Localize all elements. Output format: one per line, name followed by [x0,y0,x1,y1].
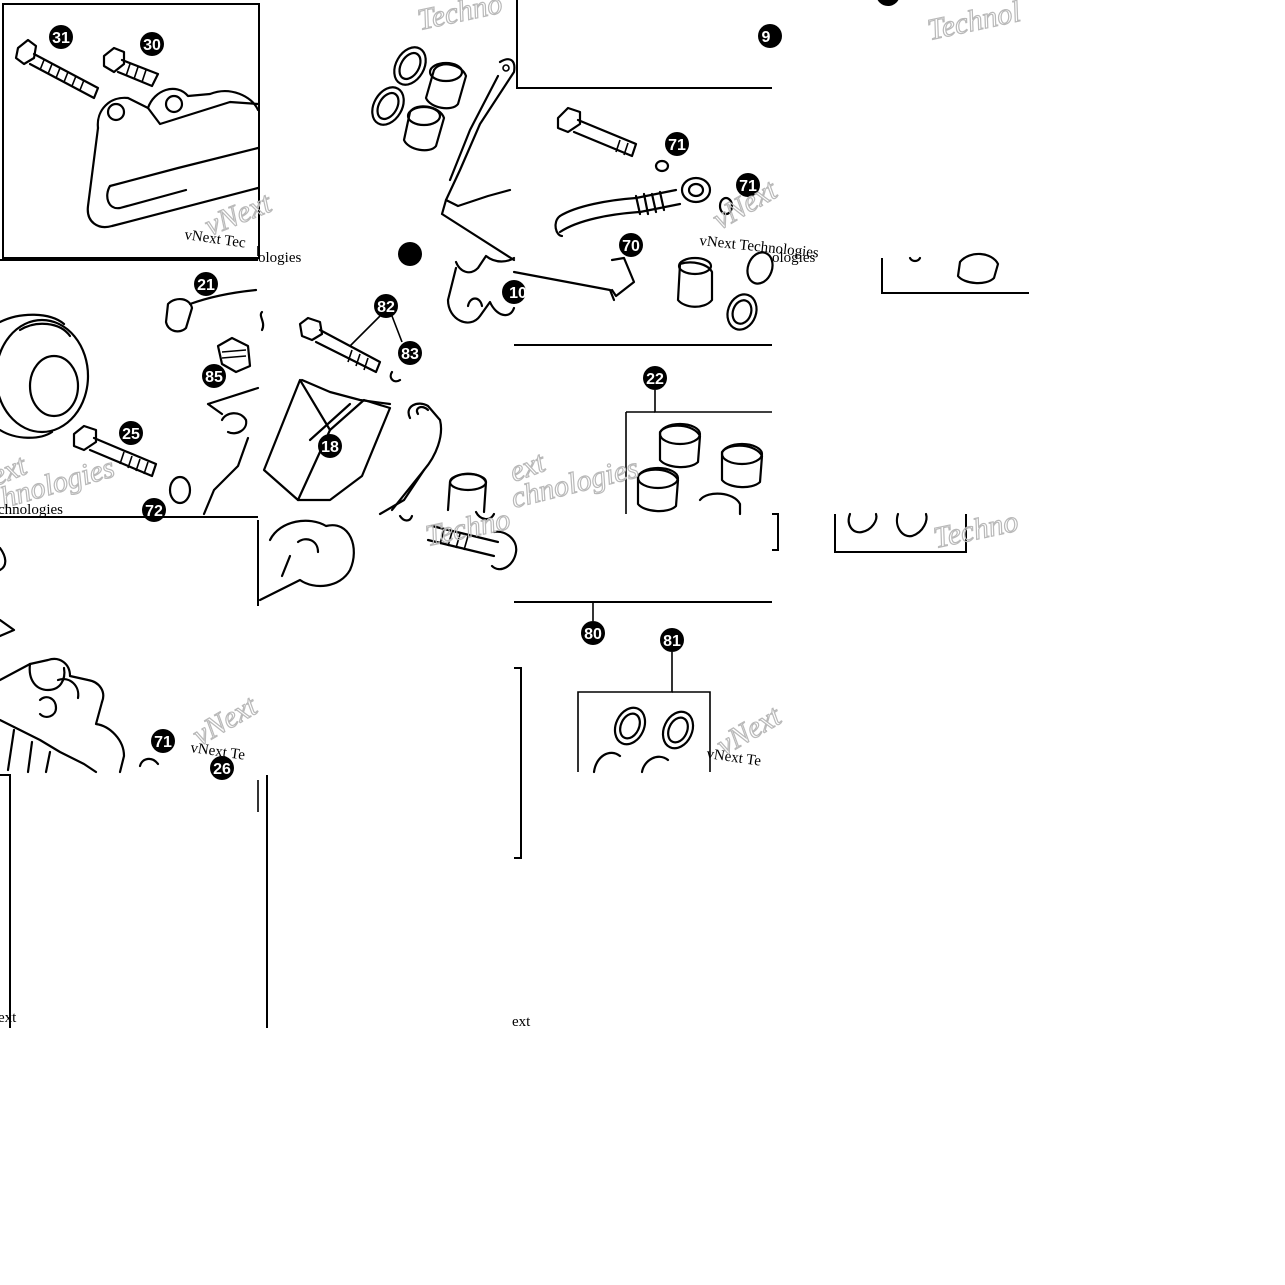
watermark-fragment-bottom-left: ext [0,1010,17,1026]
tile-right-box [881,258,1029,294]
svg-text:21: 21 [197,277,215,294]
svg-text:25: 25 [122,426,140,443]
tile-center-bracket-left [514,667,522,859]
svg-text:22: 22 [646,371,664,388]
callout-21: 21 [194,272,218,296]
svg-text:18: 18 [321,439,339,456]
watermark-ologies-right: ologies [772,250,815,266]
watermark-fragment-bottom-center: ext [512,1014,531,1030]
kit-22-pistons [636,422,764,516]
watermark-ologies-left: ologies [258,250,301,266]
callout-30: 30 [140,32,164,56]
pad-spring-bolts-group [259,254,516,516]
callout-85: 85 [202,364,226,388]
callout-83: 83 [398,341,422,365]
watermark-vnext-te-center: vNext Te [705,746,762,770]
lower-caliper-group [0,546,160,774]
tile-top-left-frame [2,3,260,259]
watermark-vnext-te-lower: vNext Te [189,740,246,764]
callout-partial-mid [398,242,422,266]
svg-text:10: 10 [509,285,527,302]
callout-71-hose-top: 71 [665,132,689,156]
kit-81-box [577,652,673,772]
callout-10-partial: 10 [502,280,527,304]
callout-26: 26 [210,756,234,780]
svg-text:82: 82 [377,299,395,316]
tile-bottom-left-frame [0,774,11,1028]
svg-text:26: 26 [213,761,231,778]
leader-82-clip [391,315,403,343]
svg-text:71: 71 [154,734,172,751]
watermark-technologies-center: Techno [423,503,514,553]
svg-text:70: 70 [622,238,640,255]
svg-text:71: 71 [668,137,686,154]
callout-partial-top [877,0,899,6]
caliper-housing-group [0,288,260,516]
svg-text:85: 85 [205,369,223,386]
watermark-vnext-outline-lower: vNext [187,689,263,752]
caliper-body-lower-group [258,510,518,602]
callout-9: 9 [758,24,782,48]
right-bottom-box-seals [847,512,928,538]
callout-81: 81 [660,628,684,652]
callout-82: 82 [374,294,398,318]
piston-seals-group [371,46,516,262]
right-box-seals [908,252,1000,285]
kit-81-seals [592,706,695,774]
svg-text:81: 81 [663,633,681,650]
leader-22 [654,390,772,413]
svg-text:80: 80 [584,626,602,643]
callout-18: 18 [318,434,342,458]
svg-text:83: 83 [401,346,419,363]
watermark-chnologies-small: chnologies [0,502,63,518]
banjo-bolt-hose-group [512,106,774,331]
callout-22: 22 [643,366,667,390]
callout-25: 25 [119,421,143,445]
callout-70: 70 [619,233,643,257]
callout-72: 72 [142,498,166,522]
svg-text:30: 30 [143,37,161,54]
callout-71-lower: 71 [151,729,175,753]
svg-text:71: 71 [739,178,757,195]
leader-82-bolt [349,315,381,347]
caliper-bracket-group [14,38,260,229]
tile-top-mid-frame [516,0,772,89]
tile-right-bottom-box [834,514,967,553]
watermark-techno-right: Techno [931,505,1022,555]
watermark-technol-top-right: Technol [925,0,1024,47]
callout-71-hose-right: 71 [736,173,760,197]
watermark-technologies-top: Techno [415,0,506,37]
svg-text:72: 72 [145,503,163,520]
svg-text:31: 31 [52,30,70,47]
callout-80: 80 [581,621,605,645]
svg-text:9: 9 [762,29,771,46]
tile-right-edge-mark [772,513,779,551]
callout-31: 31 [49,25,73,49]
